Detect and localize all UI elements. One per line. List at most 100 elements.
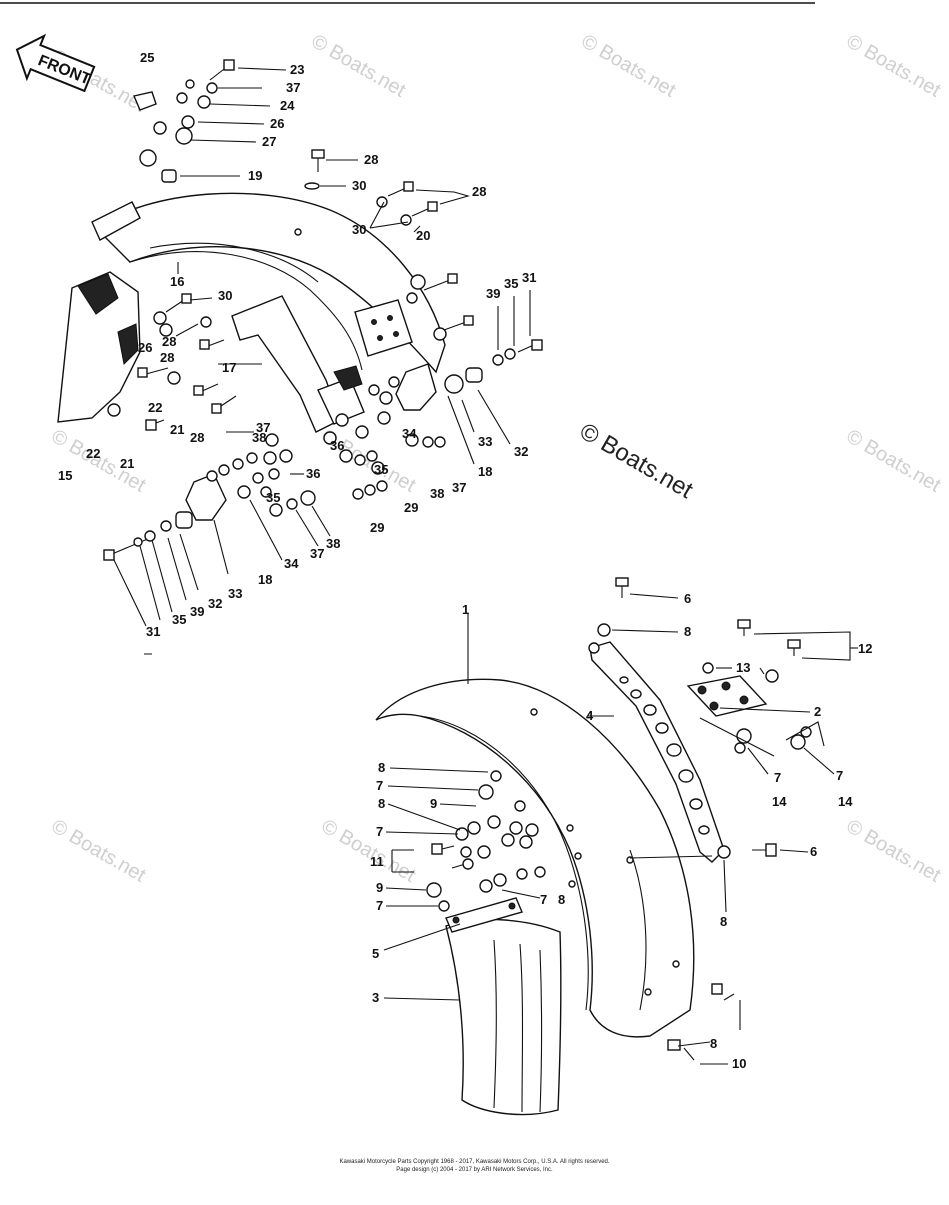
callout-32b: 32 [208,596,222,611]
callout-38c: 38 [326,536,340,551]
watermark-dark: © Boats.net [575,418,698,504]
callout-28c: 28 [160,350,174,365]
callout-24: 24 [280,98,295,113]
callout-25: 25 [140,50,154,65]
inner-bracket-17 [231,295,341,433]
callout-37d: 37 [310,546,324,561]
watermark-9: © Boats.net [318,815,420,887]
callout-13: 13 [736,660,750,675]
callout-28: 28 [364,152,378,167]
callout-26b: 26 [138,340,152,355]
callout-21: 21 [170,422,184,437]
callout-37b: 37 [452,480,466,495]
callout-31: 31 [522,270,536,285]
callout-7e: 7 [376,898,383,913]
front-arrow-icon: FRONT [15,33,96,93]
fasteners-top [103,59,543,561]
fender-bracket [91,201,141,241]
callout-36b: 36 [306,466,320,481]
callout-23: 23 [290,62,304,77]
watermarks: © Boats.net © Boats.net © Boats.net © Bo… [48,30,945,887]
watermark-2: © Boats.net [308,30,410,102]
callout-3: 3 [372,990,379,1005]
callout-8c: 8 [378,760,385,775]
callout-8e: 8 [558,892,565,907]
callout-20: 20 [416,228,430,243]
leaders-top [113,67,531,627]
front-fender-assembly: 6 8 12 13 1 2 4 7 7 14 14 6 8 8 7 8 9 7 … [370,577,872,1116]
callout-22: 22 [148,400,162,415]
watermark-4: © Boats.net [843,30,945,102]
callout-29b: 29 [370,520,384,535]
callout-35c: 35 [266,490,280,505]
callout-33b: 33 [228,586,242,601]
callout-10: 10 [732,1056,746,1071]
callout-35: 35 [504,276,518,291]
callout-34b: 34 [284,556,299,571]
callout-7b: 7 [836,768,843,783]
callout-36: 36 [330,438,344,453]
callout-5: 5 [372,946,379,961]
callout-7: 7 [774,770,781,785]
callout-39: 39 [486,286,500,301]
mount-plate [354,299,413,357]
callout-18: 18 [478,464,492,479]
callout-32: 32 [514,444,528,459]
callouts-top: 23 37 24 26 27 25 19 28 30 28 30 20 16 3… [58,50,536,639]
callout-16: 16 [170,274,184,289]
callout-21b: 21 [120,456,134,471]
callout-17: 17 [222,360,236,375]
callout-33: 33 [478,434,492,449]
rear-fender-16 [94,192,446,374]
watermark-8: © Boats.net [48,815,150,887]
callout-35d: 35 [172,612,186,627]
mud-flap-3 [445,918,562,1116]
fasteners-bottom [426,577,812,1061]
callout-34: 34 [402,426,417,441]
callout-38: 38 [430,486,444,501]
callout-30b: 30 [352,222,366,237]
callout-39b: 39 [190,604,204,619]
callout-9b: 9 [376,880,383,895]
callout-27: 27 [262,134,276,149]
callout-31b: 31 [146,624,160,639]
callout-35b: 35 [374,462,388,477]
callout-30c: 30 [218,288,232,303]
copyright-line-2: Page design (c) 2004 - 2017 by ARI Netwo… [396,1167,553,1173]
callout-26: 26 [270,116,284,131]
callout-30: 30 [352,178,366,193]
tail-housing-15 [57,271,141,423]
callout-2: 2 [814,704,821,719]
callout-14: 14 [772,794,787,809]
callout-15: 15 [58,468,72,483]
callout-22b: 22 [86,446,100,461]
callout-8f: 8 [710,1036,717,1051]
watermark-3: © Boats.net [578,30,680,102]
grab-stay-right [395,363,437,411]
callout-7c: 7 [376,778,383,793]
callout-28e: 28 [190,430,204,445]
watermark-11: © Boats.net [843,815,945,887]
callout-8b: 8 [720,914,727,929]
callout-6: 6 [684,591,691,606]
bracket-2 [686,675,768,717]
callout-14b: 14 [838,794,853,809]
clip-25 [133,91,157,111]
callout-28b: 28 [472,184,486,199]
callout-6b: 6 [810,844,817,859]
callout-9: 9 [430,796,437,811]
callout-7d: 7 [376,824,383,839]
callout-37: 37 [286,80,300,95]
callout-18b: 18 [258,572,272,587]
callout-12: 12 [858,641,872,656]
callout-28d: 28 [162,334,176,349]
callouts-bottom: 6 8 12 13 1 2 4 7 7 14 14 6 8 8 7 8 9 7 … [370,591,872,1071]
grab-stay-left [185,473,227,521]
callout-11: 11 [370,854,384,869]
rear-fender-assembly: 23 37 24 26 27 25 19 28 30 28 30 20 16 3… [57,50,543,639]
callout-19: 19 [248,168,262,183]
callout-29: 29 [404,500,418,515]
callout-1: 1 [462,602,469,617]
